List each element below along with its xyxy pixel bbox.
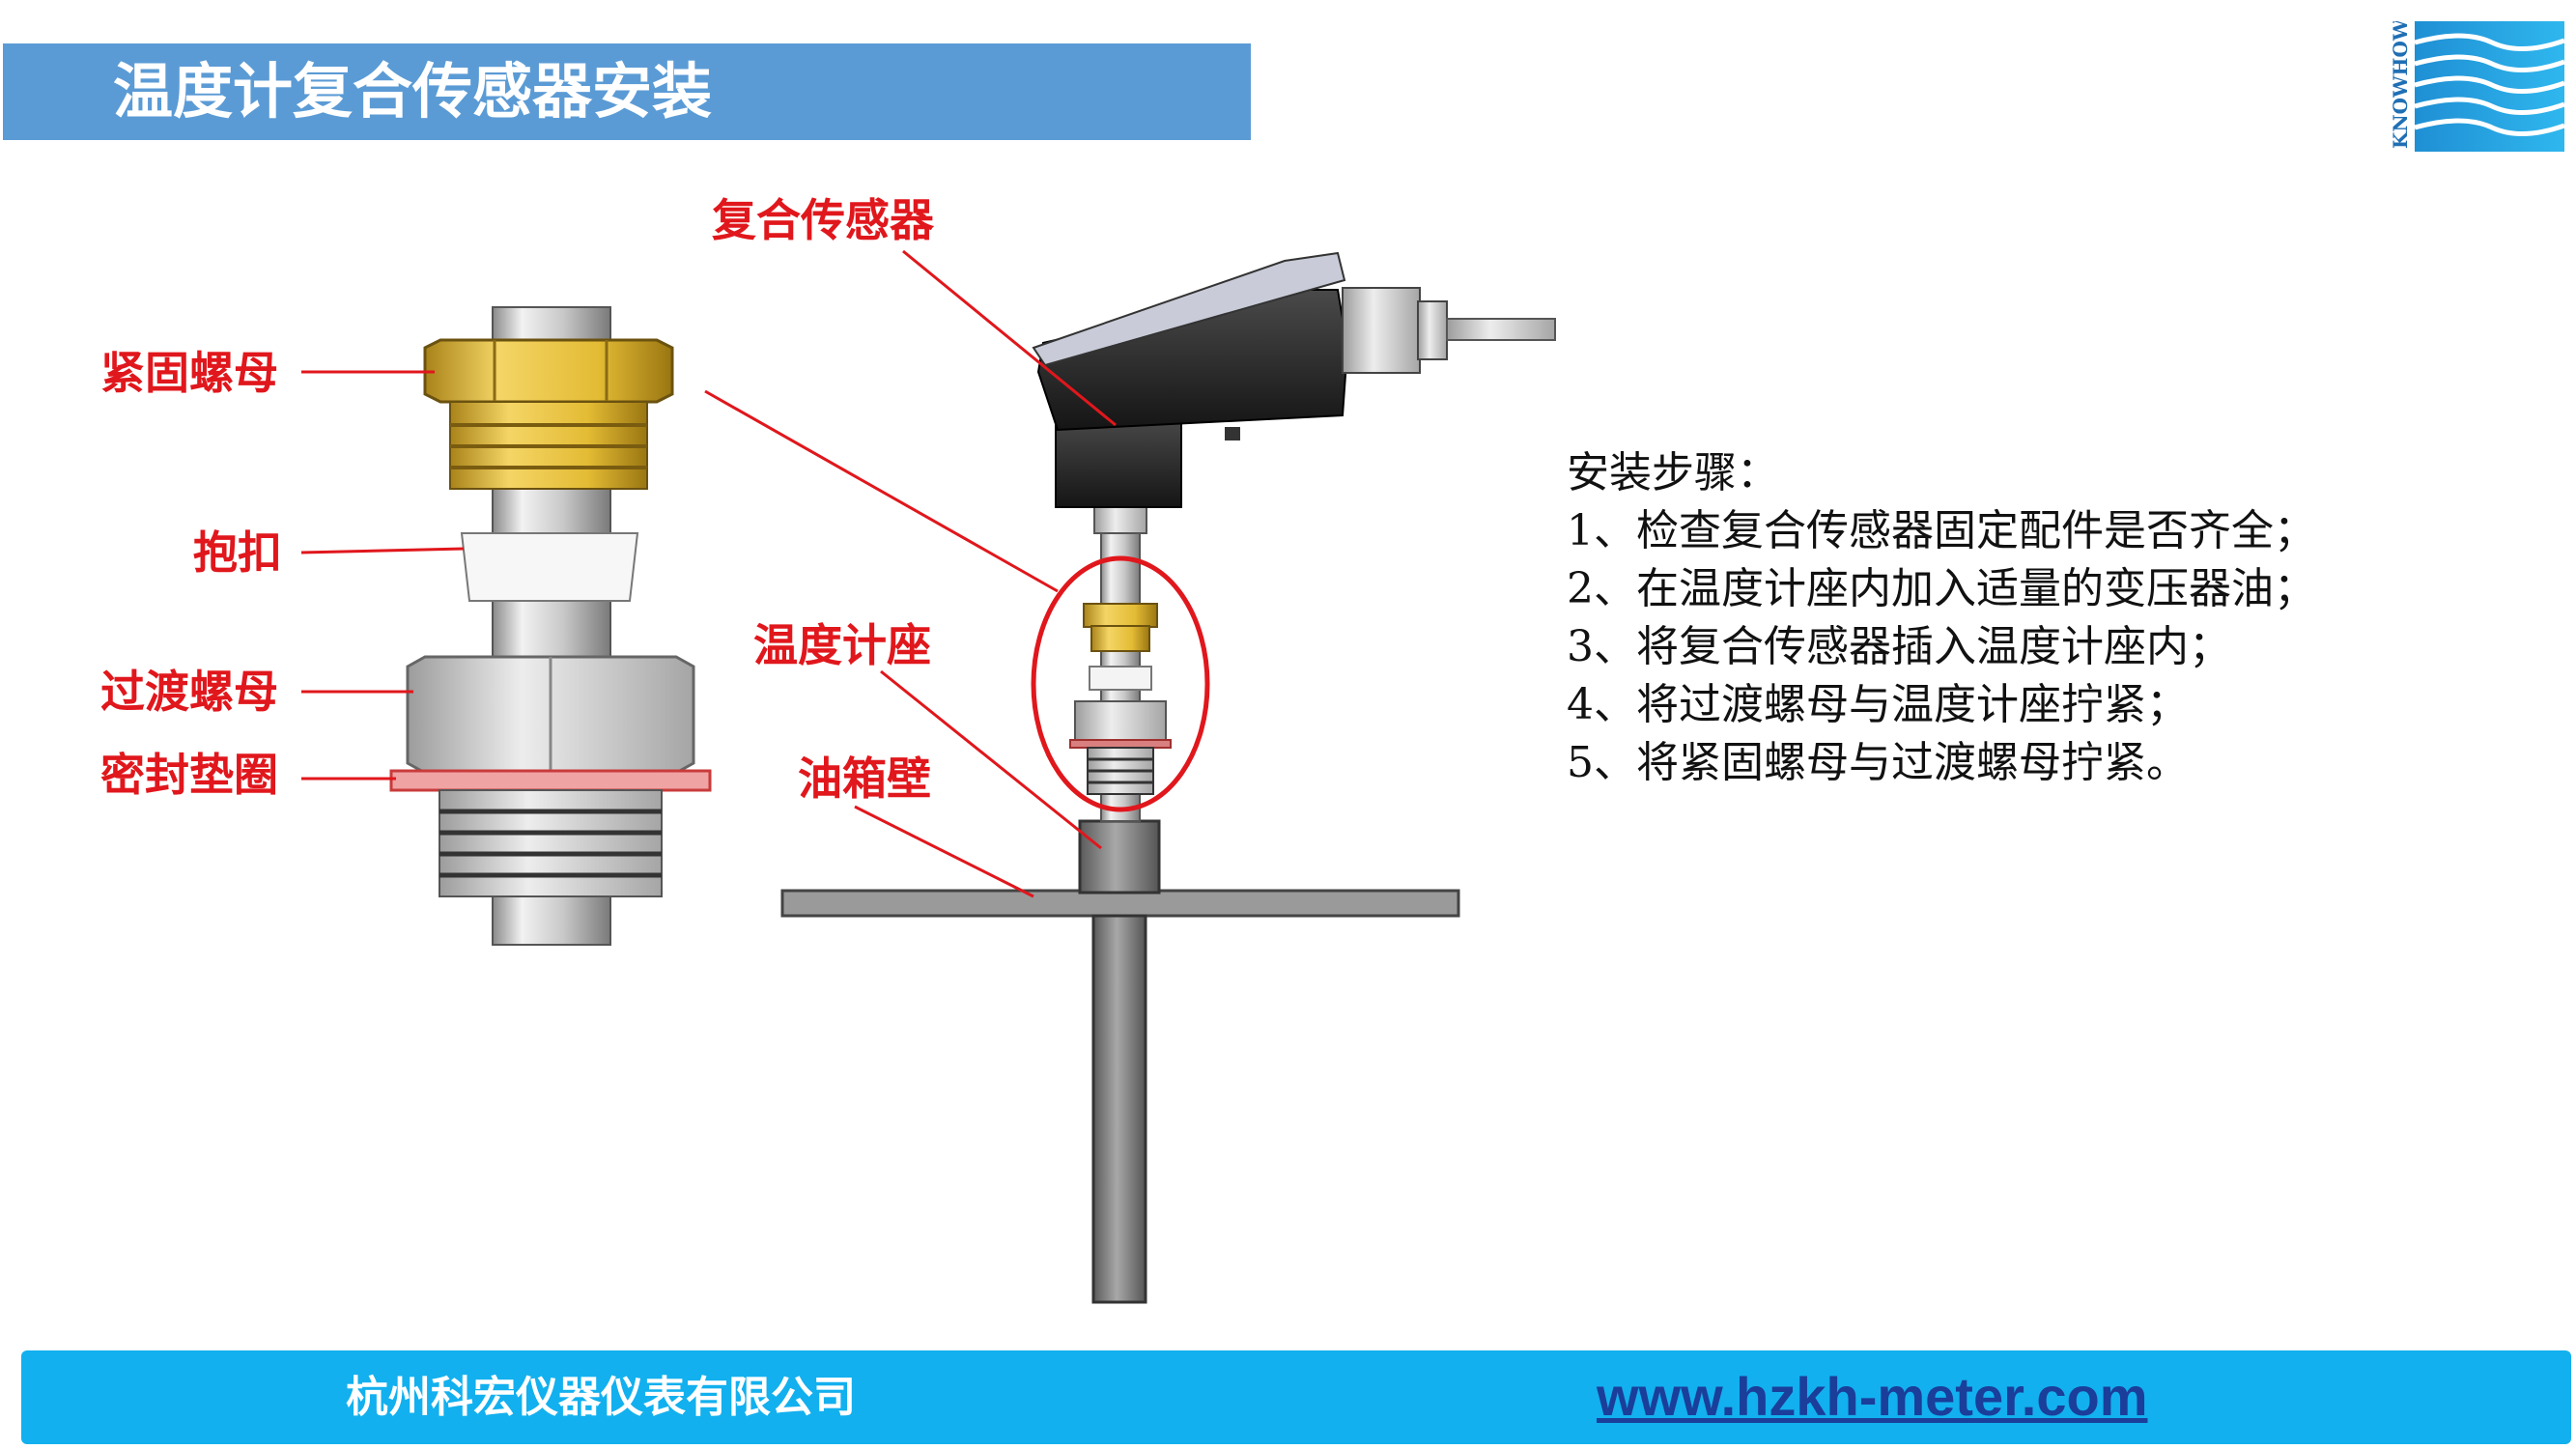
knowhow-logo: KNOWHOW <box>2389 21 2564 152</box>
highlight-ellipse <box>1031 555 1210 812</box>
company-name: 杭州科宏仪器仪表有限公司 <box>346 1373 856 1422</box>
cable-gland <box>1342 287 1421 374</box>
steps-title: 安装步骤： <box>1567 448 1779 497</box>
label-transition-nut: 过渡螺母 <box>100 666 278 718</box>
step-item: 2、在温度计座内加入适量的变压器油； <box>1567 564 2316 613</box>
step-item: 5、将紧固螺母与过渡螺母拧紧。 <box>1567 738 2189 787</box>
thermo-seat <box>1078 819 1161 895</box>
exploded-assembly <box>389 306 712 946</box>
sensor-head-body <box>1055 414 1182 508</box>
assembled-view <box>780 251 1556 1304</box>
title-bar <box>3 43 1251 140</box>
step-item: 4、将过渡螺母与温度计座拧紧； <box>1567 680 2189 729</box>
page-title: 温度计复合传感器安装 <box>113 56 713 127</box>
cable <box>1446 318 1556 341</box>
step-item: 3、将复合传感器插入温度计座内； <box>1567 622 2231 671</box>
tight-nut <box>423 338 674 404</box>
tank-wall <box>780 889 1460 918</box>
leader-lines-left <box>300 370 465 781</box>
label-seal-ring: 密封垫圈 <box>100 749 278 801</box>
probe-rod <box>1091 914 1147 1304</box>
website-link[interactable]: www.hzkh-meter.com <box>1597 1366 2148 1427</box>
label-tight-nut: 紧固螺母 <box>100 347 278 399</box>
transition-nut-thread <box>439 789 663 897</box>
label-thermo-seat: 温度计座 <box>753 619 931 671</box>
footer-bar <box>21 1350 2571 1444</box>
seal-ring <box>389 769 712 792</box>
label-tank-wall: 油箱壁 <box>798 753 931 805</box>
label-sensor: 复合传感器 <box>712 194 934 246</box>
leader-lines-right <box>704 249 1117 898</box>
install-steps: 安装步骤： 1、检查复合传感器固定配件是否齐全； 2、在温度计座内加入适量的变压… <box>1567 444 2533 792</box>
step-item: 1、检查复合传感器固定配件是否齐全； <box>1567 506 2316 555</box>
sensor-head-cover <box>1032 251 1346 367</box>
label-clip: 抱扣 <box>193 526 282 579</box>
clip-ring <box>460 532 639 602</box>
logo-text: KNOWHOW <box>2389 21 2412 149</box>
